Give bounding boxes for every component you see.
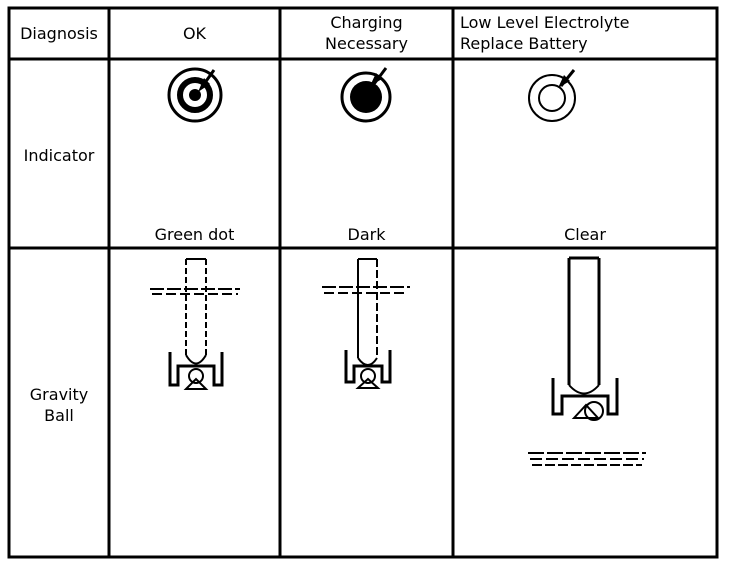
column-header-charging-line-2: Necessary <box>325 34 408 53</box>
column-header-low-level-line-2: Replace Battery <box>460 34 588 53</box>
column-header-charging-line-1: Charging <box>330 13 403 32</box>
indicator-green-dot-icon <box>167 67 223 123</box>
indicator-dark-icon <box>340 67 392 123</box>
column-header-low-level-electrolyte: Low Level Electrolyte Replace Battery <box>460 12 715 54</box>
gravity-ball-clear-icon <box>528 256 646 466</box>
indicator-caption-green-dot: Green dot <box>154 225 235 244</box>
indicator-clear-icon <box>528 69 576 122</box>
row-header-indicator: Indicator <box>23 146 95 165</box>
row-header-gravity-ball-line-2: Ball <box>44 406 74 425</box>
row-header-diagnosis: Diagnosis <box>20 24 98 43</box>
gravity-ball-ok-icon <box>150 258 240 390</box>
indicator-caption-clear: Clear <box>564 225 606 244</box>
column-header-ok: OK <box>182 24 207 43</box>
row-header-gravity-ball: Gravity Ball <box>9 384 109 426</box>
gravity-ball-dark-icon <box>322 258 410 389</box>
indicator-caption-dark: Dark <box>347 225 386 244</box>
column-header-low-level-line-1: Low Level Electrolyte <box>460 13 630 32</box>
column-header-charging-necessary: Charging Necessary <box>280 12 453 54</box>
table-grid <box>7 6 719 559</box>
row-header-gravity-ball-line-1: Gravity <box>29 385 89 404</box>
